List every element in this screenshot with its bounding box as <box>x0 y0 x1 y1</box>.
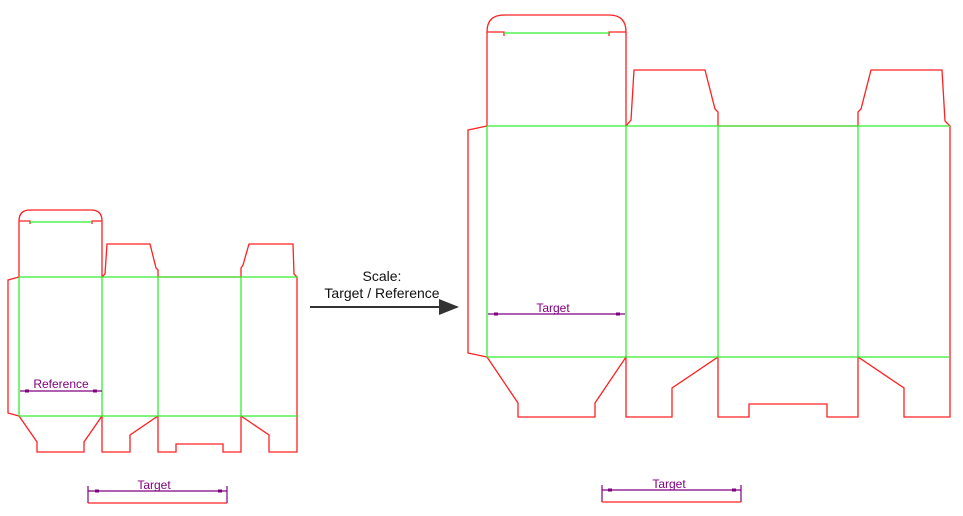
panel-creases <box>486 125 950 358</box>
target-label-inside: Target <box>536 301 570 315</box>
target-dimension-right: Target <box>601 477 742 503</box>
bottom-flaps <box>486 354 951 418</box>
scale-formula: Target / Reference <box>324 285 439 301</box>
reference-dimension: Reference <box>20 377 102 393</box>
scale-label: Scale: <box>363 268 402 284</box>
reference-label: Reference <box>33 377 89 391</box>
bottom-flaps <box>18 413 298 453</box>
glue-flap <box>7 276 20 417</box>
glue-flap <box>467 125 488 358</box>
panel-creases <box>18 276 297 417</box>
dust-flap-right <box>857 69 951 357</box>
dust-flap-left <box>101 243 159 278</box>
target-label-right: Target <box>652 477 686 491</box>
top-tuck-flap <box>18 209 103 277</box>
reference-box-dieline: Reference Target <box>7 209 298 504</box>
scale-arrow: Scale: Target / Reference <box>310 268 459 315</box>
top-tuck-flap <box>486 14 627 126</box>
scaled-box-dieline: Target Target <box>467 14 951 503</box>
target-dimension-inside: Target <box>488 301 625 316</box>
target-label-left: Target <box>137 478 171 492</box>
dust-flap-right <box>240 243 298 416</box>
dust-flap-left <box>625 69 719 127</box>
target-dimension-left: Target <box>87 478 228 504</box>
